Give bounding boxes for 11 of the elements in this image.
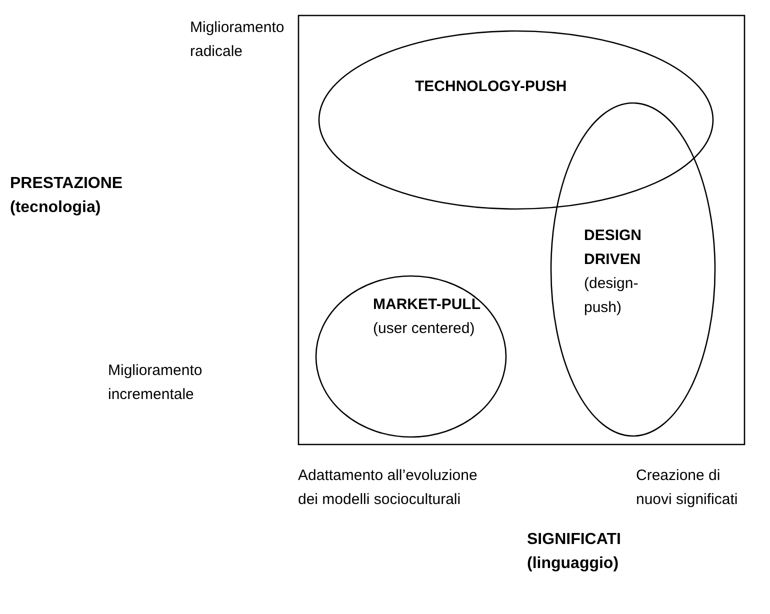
axis-label: Creazione di nuovi significati [636,466,739,510]
area-subtitle: (design-push) [584,274,640,318]
axis-label: Miglioramento incrementale [108,361,204,405]
axis-label: Miglioramento radicale [190,18,286,62]
axis-title: PRESTAZIONE (tecnologia) [10,174,124,218]
axis-label: Adattamento all’evoluzione dei modelli socioculturali [298,466,478,510]
area-title: TECHNOLOGY-PUSH [415,77,568,97]
area-title: MARKET-PULL [373,295,482,315]
area-subtitle: (user centered) [373,319,476,339]
area-title: DESIGN DRIVEN [584,226,643,270]
axis-title: SIGNIFICATI (linguaggio) [527,530,622,574]
